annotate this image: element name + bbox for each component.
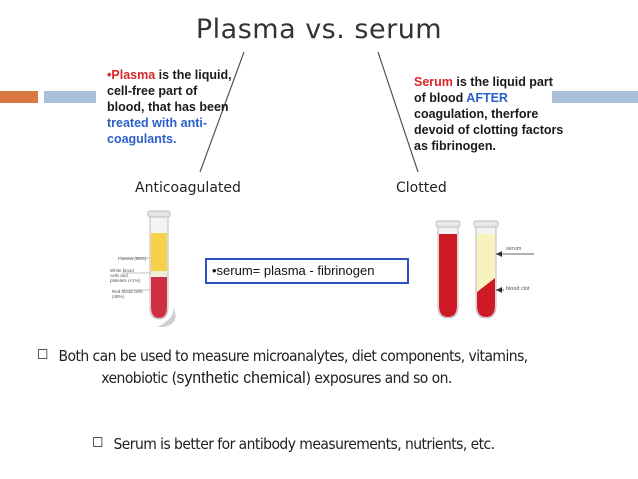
serum-definition: Serum is the liquid part of blood AFTER … — [414, 74, 564, 154]
bullet-1-part-c: synthetic chemical — [176, 368, 306, 387]
plasma-bullet: • — [107, 68, 112, 82]
bullet-2-text: Serum is better for antibody measurement… — [113, 435, 495, 453]
bullet-1-line-2: xenobiotic (synthetic chemical) exposure… — [38, 367, 587, 389]
bullet-2-box-icon — [93, 437, 103, 447]
tube-right-label-clot: blood clot — [506, 286, 530, 292]
slide-title: Plasma vs. serum — [195, 14, 443, 45]
tube-shadow — [157, 305, 176, 327]
buffy-coat-layer — [151, 271, 167, 277]
label-clotted: Clotted — [396, 180, 447, 196]
bullet-1: Both can be used to measure microanalyte… — [38, 345, 587, 389]
pointer-line-right — [377, 51, 419, 173]
bullet-1-part-b: xenobiotic ( — [101, 369, 177, 387]
bullet-1-line-1: Both can be used to measure microanalyte… — [58, 347, 528, 365]
tube-cap — [147, 210, 171, 218]
plasma-text-2: with anti-coagulants. — [107, 116, 208, 146]
tube1-cap — [435, 220, 461, 228]
tube1-blood — [439, 234, 457, 317]
plasma-term: Plasma — [111, 68, 156, 82]
tube-left-label-wbc: White blood cells and platelets (<1%) — [110, 268, 141, 283]
pointer-line-left — [199, 51, 245, 173]
formula-box: •serum= plasma - fibrinogen — [205, 258, 409, 284]
serum-text-2: coagulation, therfore devoid of clotting… — [414, 107, 564, 153]
tube-right-label-serum: serum — [506, 246, 522, 252]
tube-left-label-rbc: Red blood cells (45%) — [112, 289, 143, 299]
bullet-1-box-icon — [38, 349, 48, 359]
tube2-clot — [477, 278, 495, 317]
accent-bar-blue-right — [552, 91, 638, 103]
plasma-definition: •Plasma is the liquid, cell-free part of… — [107, 67, 237, 147]
bullet-1-part-d: ) exposures and so on. — [305, 369, 453, 387]
plasma-treated: treated — [107, 116, 149, 130]
bullet-2: Serum is better for antibody measurement… — [93, 433, 595, 455]
plasma-text-1: is the liquid, cell-free part of blood, … — [107, 68, 232, 114]
tube-left-label-plasma: Plasma (55%) — [118, 256, 147, 261]
clotted-tubes-illustration — [435, 220, 534, 319]
anticoagulated-tube-illustration — [122, 210, 176, 327]
serum-term: Serum — [414, 75, 453, 89]
accent-bar-blue-left — [44, 91, 96, 103]
label-anticoagulated: Anticoagulated — [135, 180, 241, 196]
plasma-layer — [151, 233, 167, 271]
tube2-serum — [477, 234, 495, 292]
accent-bar-orange — [0, 91, 38, 103]
serum-text-1: is the liquid part of blood — [414, 75, 553, 105]
serum-after: AFTER — [466, 91, 508, 105]
red-cell-layer — [151, 277, 167, 318]
tube2-cap — [473, 220, 499, 228]
